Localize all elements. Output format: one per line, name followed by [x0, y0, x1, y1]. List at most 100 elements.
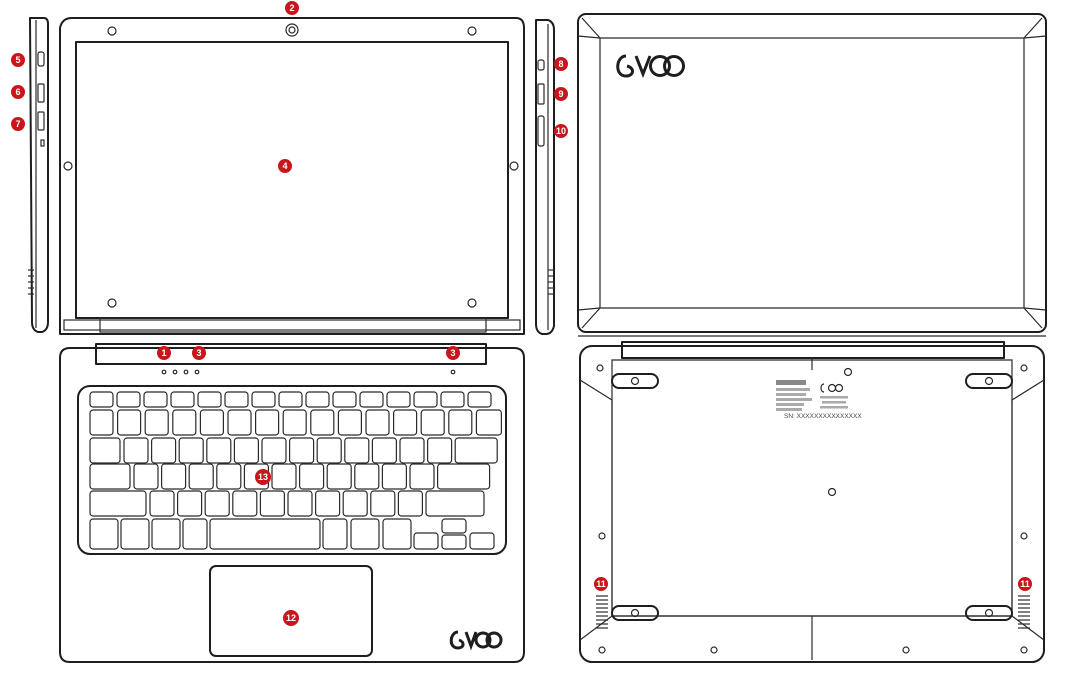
brand-logo-lid — [616, 54, 685, 79]
keyboard[interactable] — [89, 391, 502, 550]
keyboard-key[interactable] — [206, 437, 232, 464]
keyboard-key[interactable] — [89, 518, 119, 550]
keyboard-key[interactable] — [177, 490, 203, 517]
keyboard-key[interactable] — [305, 391, 330, 408]
keyboard-key[interactable] — [188, 463, 214, 490]
keyboard-key[interactable] — [116, 391, 141, 408]
keyboard-key[interactable] — [370, 490, 396, 517]
microphone-icon — [450, 369, 456, 375]
keyboard-key[interactable] — [382, 518, 412, 550]
keyboard-key[interactable] — [89, 437, 121, 464]
keyboard-key[interactable] — [399, 437, 425, 464]
keyboard-key[interactable] — [381, 463, 407, 490]
hinge-bar — [95, 343, 487, 365]
keyboard-key[interactable] — [393, 409, 418, 436]
keyboard-key[interactable] — [359, 391, 384, 408]
callout-9-label: 9 — [558, 89, 563, 99]
keyboard-key[interactable] — [413, 532, 439, 550]
keyboard-key[interactable] — [287, 490, 313, 517]
keyboard-key[interactable] — [182, 518, 208, 550]
keyboard-key[interactable] — [337, 409, 362, 436]
keyboard-key[interactable] — [151, 437, 177, 464]
touchpad[interactable] — [209, 565, 373, 657]
keyboard-key[interactable] — [227, 409, 252, 436]
keyboard-key[interactable] — [322, 518, 348, 550]
keyboard-key[interactable] — [344, 437, 370, 464]
keyboard-key[interactable] — [469, 532, 495, 550]
keyboard-key[interactable] — [151, 518, 181, 550]
display-screen — [75, 41, 509, 319]
keyboard-key[interactable] — [170, 391, 195, 408]
callout-1-label: 1 — [161, 348, 166, 358]
keyboard-key[interactable] — [427, 437, 453, 464]
keyboard-key[interactable] — [441, 534, 467, 550]
keyboard-key[interactable] — [271, 463, 297, 490]
keyboard-key[interactable] — [161, 463, 187, 490]
keyboard-key[interactable] — [143, 391, 168, 408]
keyboard-key[interactable] — [409, 463, 435, 490]
keyboard-key[interactable] — [299, 463, 325, 490]
keyboard-key[interactable] — [420, 409, 445, 436]
keyboard-key[interactable] — [397, 490, 423, 517]
keyboard-key[interactable] — [261, 437, 287, 464]
keyboard-key[interactable] — [441, 518, 467, 534]
keyboard-key[interactable] — [282, 409, 307, 436]
keyboard-key[interactable] — [133, 463, 159, 490]
keyboard-key[interactable] — [454, 437, 498, 464]
keyboard-key[interactable] — [350, 518, 380, 550]
keyboard-key[interactable] — [437, 463, 491, 490]
keyboard-key[interactable] — [149, 490, 175, 517]
keyboard-key[interactable] — [116, 409, 142, 436]
keyboard-key[interactable] — [326, 463, 352, 490]
keyboard-key[interactable] — [89, 409, 114, 436]
keyboard-key[interactable] — [259, 490, 285, 517]
keyboard-key[interactable] — [315, 490, 341, 517]
keyboard-key[interactable] — [89, 391, 114, 408]
keyboard-key[interactable] — [197, 391, 222, 408]
keyboard-key[interactable] — [289, 437, 315, 464]
keyboard-key[interactable] — [255, 409, 280, 436]
keyboard-key[interactable] — [386, 391, 411, 408]
brand-logo-base — [449, 630, 503, 651]
callout-2-label: 2 — [289, 3, 294, 13]
left-side-view — [28, 17, 49, 333]
keyboard-key[interactable] — [89, 463, 131, 490]
keyboard-key[interactable] — [224, 391, 249, 408]
keyboard-key[interactable] — [204, 490, 230, 517]
keyboard-key[interactable] — [354, 463, 380, 490]
callout-4-label: 4 — [282, 161, 287, 171]
keyboard-key[interactable] — [467, 391, 492, 408]
keyboard-key[interactable] — [310, 409, 335, 436]
keyboard-key[interactable] — [172, 409, 197, 436]
keyboard-key[interactable] — [178, 437, 204, 464]
keyboard-key[interactable] — [342, 490, 368, 517]
keyboard-key[interactable] — [316, 437, 342, 464]
keyboard-key[interactable] — [216, 463, 242, 490]
keyboard-key[interactable] — [365, 409, 390, 436]
keyboard-key[interactable] — [209, 518, 321, 550]
keyboard-key[interactable] — [425, 490, 485, 517]
keyboard-key[interactable] — [232, 490, 258, 517]
keyboard-key[interactable] — [278, 391, 303, 408]
callout-markers: 1 2 3 3 4 5 6 7 8 9 10 11 11 12 13 — [11, 1, 1032, 626]
keyboard-key[interactable] — [89, 490, 147, 517]
callout-3-left-label: 3 — [196, 348, 201, 358]
keyboard-key[interactable] — [332, 391, 357, 408]
keyboard-key[interactable] — [144, 409, 169, 436]
screw-holes — [596, 364, 1028, 654]
right-side-view — [535, 19, 555, 335]
keyboard-key[interactable] — [199, 409, 224, 436]
keyboard-key[interactable] — [475, 409, 502, 436]
keyboard-key[interactable] — [120, 518, 150, 550]
callout-11-left: 11 — [594, 577, 608, 591]
keyboard-key[interactable] — [413, 391, 438, 408]
keyboard-key[interactable] — [251, 391, 276, 408]
callout-11-right: 11 — [1018, 577, 1032, 591]
keyboard-key[interactable] — [448, 409, 473, 436]
keyboard-key[interactable] — [371, 437, 397, 464]
keyboard-key[interactable] — [123, 437, 149, 464]
callout-6: 6 — [11, 85, 25, 99]
keyboard-key[interactable] — [233, 437, 259, 464]
callout-4: 4 — [278, 159, 292, 173]
keyboard-key[interactable] — [440, 391, 465, 408]
